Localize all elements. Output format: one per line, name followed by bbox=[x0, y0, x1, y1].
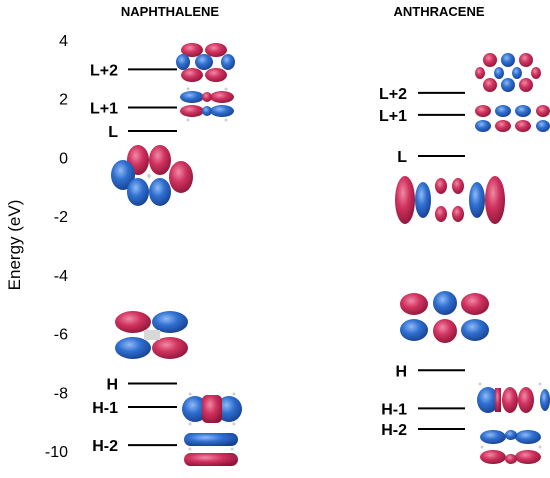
energy-level-label: L+2 bbox=[90, 62, 118, 79]
energy-level-label: H-1 bbox=[92, 400, 118, 417]
y-tick-label: -8 bbox=[54, 385, 68, 402]
y-tick-label: 4 bbox=[59, 33, 68, 50]
panel-title-naphthalene: NAPHTHALENE bbox=[121, 4, 220, 19]
orbital-naphthalene-l-image bbox=[111, 145, 193, 206]
energy-level-label: L bbox=[108, 124, 118, 141]
energy-level-label: H-1 bbox=[381, 401, 407, 418]
y-tick-label: -10 bbox=[45, 444, 68, 461]
orbital-naphthalene-l1-image bbox=[180, 87, 234, 122]
orbital-naphthalene-h-image bbox=[115, 311, 188, 359]
y-tick-label: 2 bbox=[59, 92, 68, 109]
panel-title-anthracene: ANTHRACENE bbox=[394, 4, 485, 19]
y-axis-label: Energy (eV) bbox=[5, 200, 24, 291]
energy-levels: L+2L+1L H H-1H-2 L+2L+1L H H-1H-2 bbox=[90, 62, 465, 455]
orbital-anthracene-l-image bbox=[395, 176, 505, 224]
energy-level-label: L bbox=[397, 149, 407, 166]
energy-level-label: H bbox=[395, 363, 407, 380]
orbital-anthracene-l1-image bbox=[475, 105, 550, 132]
y-tick-label: -2 bbox=[54, 209, 68, 226]
y-tick-label: -6 bbox=[54, 327, 68, 344]
y-tick-label: 0 bbox=[59, 150, 68, 167]
orbital-naphthalene-h2-image bbox=[184, 433, 238, 466]
orbital-anthracene-h-image bbox=[400, 291, 489, 343]
energy-level-label: L+2 bbox=[379, 86, 407, 103]
orbital-naphthalene-l2-image bbox=[176, 43, 235, 82]
orbital-naphthalene-h1-image bbox=[182, 392, 242, 426]
energy-level-label: H-2 bbox=[381, 422, 407, 439]
energy-level-label: H bbox=[106, 376, 118, 393]
orbital-anthracene-h1-image bbox=[477, 382, 550, 413]
y-tick-label: -4 bbox=[54, 268, 68, 285]
y-ticks: 4 2 0 -2 -4 -6 -8 -10 bbox=[45, 33, 68, 461]
orbital-anthracene-h2-image bbox=[480, 430, 542, 464]
energy-level-label: H-2 bbox=[92, 438, 118, 455]
energy-level-label: L+1 bbox=[90, 101, 118, 118]
orbital-anthracene-l2-image bbox=[475, 53, 541, 92]
energy-level-label: L+1 bbox=[379, 108, 407, 125]
